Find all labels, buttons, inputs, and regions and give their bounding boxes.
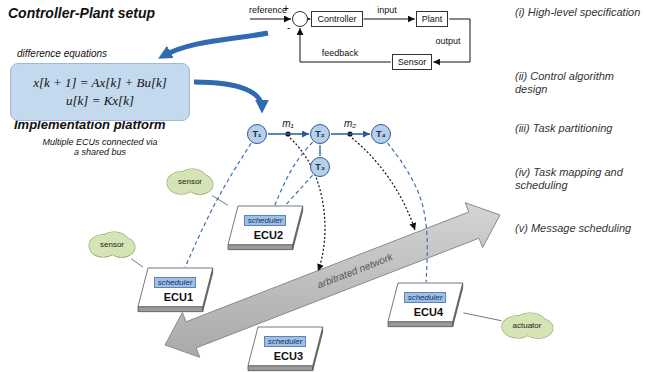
controller-block: Controller	[311, 11, 362, 27]
design-flow-arrow	[163, 33, 268, 56]
step-label: (i) High-level specification	[515, 6, 643, 19]
signal-name: output	[434, 37, 461, 47]
step-label: (iv) Task mapping and scheduling	[515, 166, 643, 191]
diagram-title: Controller-Plant setup	[8, 5, 155, 21]
step-label: (v) Message scheduling	[515, 222, 643, 235]
node-label: T₁	[252, 129, 261, 139]
message-to-bus-arrow	[352, 138, 415, 230]
ecu-slab	[138, 268, 213, 312]
ecu-slab	[228, 206, 303, 250]
task-circle: T₃	[310, 157, 330, 177]
ecu-name: ECU2	[254, 229, 287, 242]
node-label: sensor	[100, 240, 124, 249]
signal-name: reference	[249, 5, 287, 15]
equation-text: x[k + 1] = Ax[k] + Bu[k]	[19, 76, 181, 91]
node-label: T₂	[315, 129, 325, 139]
sensor-block: Sensor	[392, 54, 433, 70]
scheduler-tab: scheduler	[244, 215, 287, 226]
sign-mark: -	[287, 23, 290, 33]
box-heading: difference equations	[17, 48, 107, 60]
equation-box: difference equationsx[k + 1] = Ax[k] + B…	[10, 63, 190, 122]
node-label: T₃	[315, 162, 325, 172]
ecu-board: schedulerECU2	[228, 206, 303, 250]
actuator-cloud: actuator	[503, 313, 552, 338]
signal-arrow	[331, 133, 370, 134]
scheduler-tab: scheduler	[404, 292, 447, 303]
summing-junction: +-	[292, 11, 308, 27]
node-label: actuator	[513, 321, 542, 330]
scheduler-tab: scheduler	[264, 336, 307, 347]
network-bus-arrow	[165, 203, 500, 358]
message-name: m₂	[343, 118, 357, 129]
node-label: Sensor	[398, 57, 427, 67]
ecu-name: ECU1	[164, 291, 197, 304]
plant-block: Plant	[416, 11, 449, 27]
ecu-slab	[248, 327, 323, 371]
sign-mark: +	[283, 4, 289, 14]
task-circle: T₂	[310, 124, 330, 144]
equation-text: u[k] = Kx[k]	[19, 94, 181, 109]
signal-arrow	[364, 19, 415, 20]
sensor-cloud: sensor	[90, 232, 134, 257]
ecu-name: ECU3	[274, 350, 307, 363]
signal-arrow	[319, 145, 320, 156]
sensor-cloud: sensor	[168, 169, 212, 194]
design-flow-arrow	[194, 82, 262, 108]
reference-arrow	[250, 19, 291, 20]
task-circle: T₄	[371, 124, 391, 144]
ecu-board: schedulerECU4	[388, 283, 463, 327]
scheduler-tab: scheduler	[154, 277, 197, 288]
signal-name: input	[376, 6, 398, 16]
wire	[212, 196, 228, 206]
section-note: Multiple ECUs connected via a shared bus	[40, 137, 160, 158]
mapping-line	[275, 142, 313, 205]
signal-arrow	[268, 133, 309, 134]
node-label: T₄	[376, 129, 386, 139]
ecu-board: schedulerECU1	[138, 268, 213, 312]
step-label: (iii) Task partitioning	[515, 122, 643, 135]
ecu-board: schedulerECU3	[248, 327, 323, 371]
ecu-name: ECU4	[414, 306, 447, 319]
signal-name: feedback	[321, 49, 360, 59]
wire	[463, 313, 501, 321]
ecu-slab	[388, 283, 463, 327]
task-circle: T₁	[247, 124, 267, 144]
node-label: Plant	[422, 14, 443, 24]
signal-arrow	[309, 19, 310, 20]
wire	[131, 259, 143, 268]
mapping-line	[286, 175, 313, 205]
node-label: sensor	[178, 177, 202, 186]
node-label: Controller	[317, 14, 356, 24]
message-name: m₁	[281, 118, 294, 129]
step-label: (ii) Control algorithm design	[515, 70, 643, 95]
signal-arrow	[300, 28, 391, 62]
